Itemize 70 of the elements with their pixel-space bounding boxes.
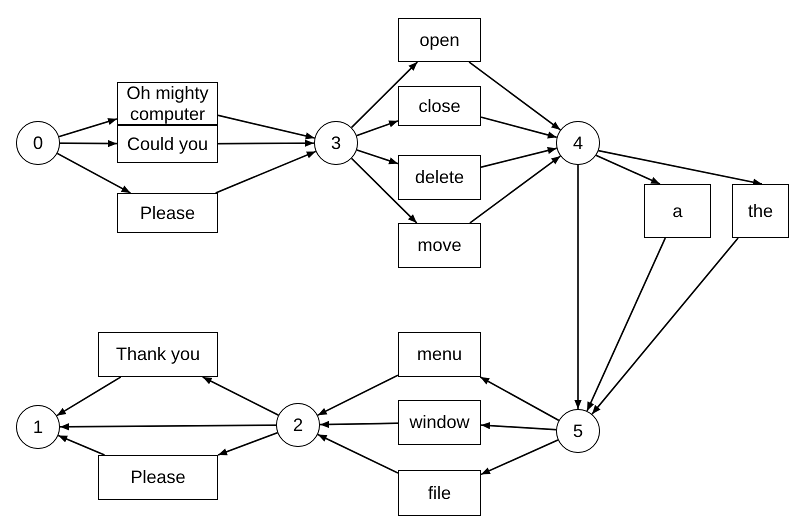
arrow <box>480 116 557 138</box>
node-label: close <box>418 96 461 116</box>
arrow <box>317 434 398 474</box>
arrow <box>598 150 762 186</box>
arrow <box>351 158 418 224</box>
arrow <box>468 61 561 131</box>
arrow <box>356 149 398 164</box>
state-circle <box>16 405 60 449</box>
word-box <box>117 82 218 125</box>
arrow <box>215 150 316 194</box>
arrow <box>320 420 398 428</box>
word-box <box>398 155 481 200</box>
node-label: open <box>419 30 460 50</box>
arrow <box>202 376 279 416</box>
state-circle <box>276 403 320 447</box>
word-box <box>398 86 481 126</box>
arrow <box>480 422 556 430</box>
node-label: 5 <box>572 420 583 442</box>
node-label: delete <box>414 167 464 188</box>
word-box <box>117 193 218 233</box>
word-box <box>117 125 218 163</box>
arrow <box>586 238 666 412</box>
node-label: Could you <box>126 134 208 154</box>
node-label: 0 <box>32 132 43 154</box>
arrow <box>351 61 418 128</box>
word-box <box>98 332 218 377</box>
node-label: 1 <box>32 416 43 438</box>
arrow <box>480 439 558 476</box>
word-box <box>398 223 481 268</box>
node-label: a <box>672 200 682 222</box>
node-label: 4 <box>572 132 583 154</box>
state-circle <box>556 121 600 165</box>
arrow <box>480 376 560 422</box>
word-box <box>398 400 481 445</box>
word-box <box>398 18 481 62</box>
word-box <box>398 332 481 377</box>
arrow <box>317 374 398 416</box>
arrow <box>56 152 131 194</box>
arrow <box>60 140 117 148</box>
arrow <box>218 114 315 140</box>
arrow <box>591 237 739 415</box>
arrow <box>58 434 105 456</box>
node-label: Thank you <box>116 344 200 365</box>
arrow <box>218 432 278 456</box>
node-label: Oh mighty computer <box>125 82 210 124</box>
word-box <box>732 184 789 238</box>
arrow <box>480 147 557 168</box>
arrow <box>58 118 118 138</box>
arrow <box>574 165 582 409</box>
node-label: window <box>409 412 470 433</box>
arrow <box>596 154 660 185</box>
state-circle <box>556 409 600 453</box>
arrow <box>56 376 122 416</box>
node-label: file <box>428 482 451 504</box>
arrow <box>218 140 314 147</box>
node-label: the <box>748 200 774 222</box>
node-label: 2 <box>292 414 303 436</box>
state-circle <box>314 121 358 165</box>
state-circle <box>16 121 60 165</box>
node-label: move <box>417 235 462 256</box>
word-box <box>398 470 481 516</box>
node-label: 3 <box>330 132 341 154</box>
node-label: Please <box>140 202 196 224</box>
word-box <box>644 184 711 238</box>
node-label: Please <box>130 467 186 488</box>
word-box <box>98 455 218 500</box>
arrow <box>60 423 276 430</box>
arrow <box>356 120 398 136</box>
node-label: menu <box>416 344 462 365</box>
arrow <box>469 155 561 224</box>
